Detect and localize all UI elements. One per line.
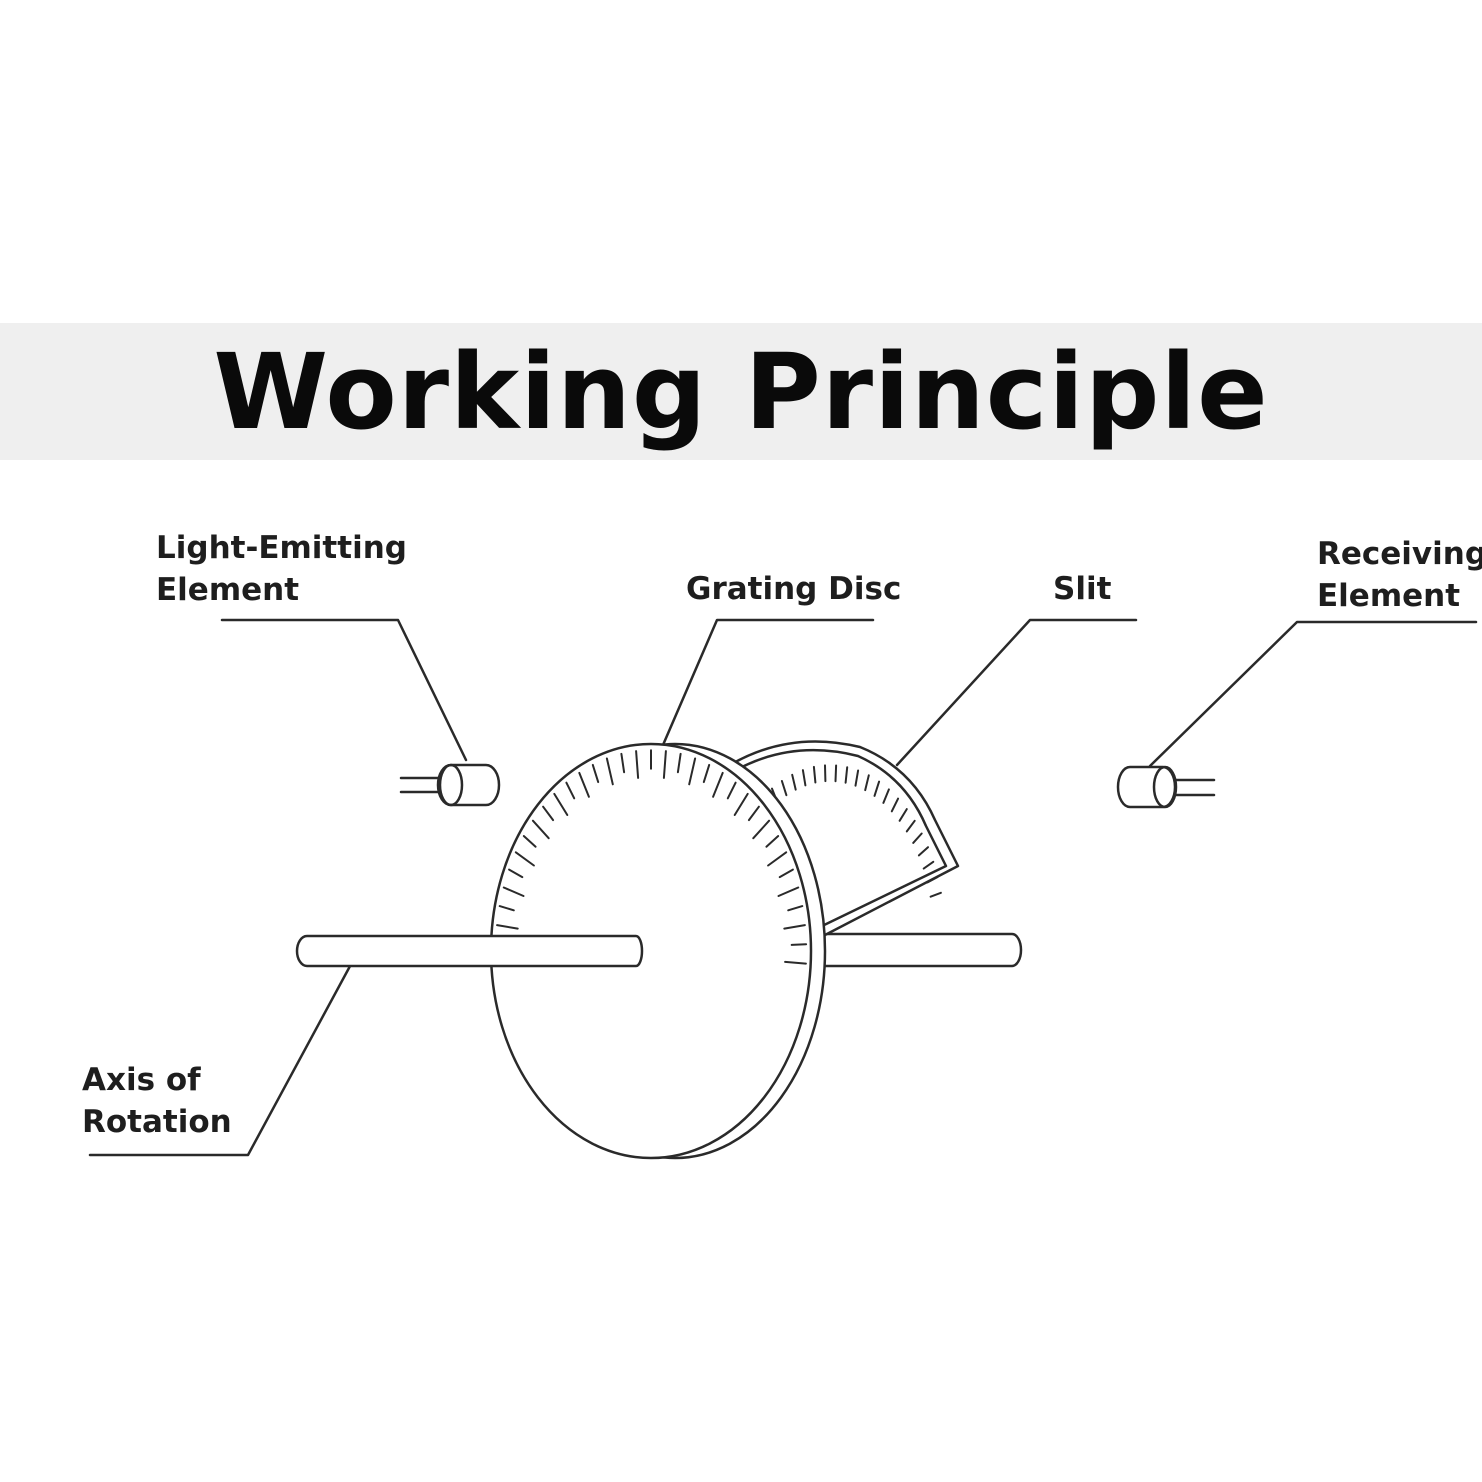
grating-tick (726, 781, 737, 800)
grating-tick (752, 819, 771, 840)
slit-tick (844, 766, 849, 784)
grating-tick (620, 752, 626, 774)
label-slit: Slit (1053, 571, 1112, 607)
leader-grating-disc (661, 618, 875, 747)
slit-tick (905, 819, 916, 833)
label-receiving-line2: Element (1317, 578, 1461, 614)
leader-slit (895, 618, 1138, 767)
label-receiving-line1: Receiving (1317, 536, 1482, 572)
grating-tick (496, 924, 519, 930)
grating-tick (542, 805, 555, 822)
slit-plate (728, 740, 960, 937)
light-emitter-icon (399, 763, 501, 807)
slit-tick (864, 774, 870, 792)
slit-tick (812, 765, 817, 784)
grating-tick (688, 757, 697, 786)
grating-tick (662, 750, 667, 779)
grating-tick (712, 771, 724, 798)
title-band (0, 323, 1482, 460)
grating-tick (531, 819, 550, 840)
slit-tick (801, 769, 807, 787)
grating-tick (790, 943, 808, 946)
grating-tick (787, 905, 804, 912)
grating-tick (498, 905, 515, 912)
shaft-right (798, 932, 1023, 968)
grating-tick (522, 835, 537, 848)
grating-tick (702, 763, 711, 784)
grating-tick (514, 851, 535, 867)
slit-tick (780, 780, 788, 797)
grating-tick (778, 868, 794, 879)
grating-tick (733, 792, 749, 816)
slit-tick (922, 860, 935, 870)
leader-receiving (1148, 620, 1478, 768)
slit-tick (912, 832, 923, 844)
grating-tick (784, 960, 807, 965)
slit-tick (929, 891, 942, 898)
grating-tick (591, 763, 600, 784)
grating-tick (765, 835, 780, 848)
shaft-left (295, 934, 644, 968)
slit-tick (854, 769, 860, 787)
label-axis-of-rotation: Axis of Rotation (82, 1059, 232, 1143)
grating-tick (747, 805, 760, 822)
slit-tick (882, 788, 890, 804)
label-light-emitting-line2: Element (156, 572, 300, 608)
slit-tick (898, 808, 908, 822)
page-title: Working Principle (213, 330, 1269, 453)
grating-tick (578, 771, 590, 798)
grating-tick (767, 851, 788, 867)
slit-tick (890, 797, 900, 813)
leader-axis (88, 953, 358, 1157)
slit-tick (926, 876, 939, 884)
grating-disc (489, 742, 827, 1160)
grating-tick (777, 886, 800, 897)
slit-tick (917, 846, 929, 857)
grating-tick (565, 781, 576, 800)
slit-tick (873, 780, 881, 797)
label-axis-line1: Axis of (82, 1062, 201, 1098)
label-axis-line2: Rotation (82, 1104, 232, 1140)
label-receiving-element: Receiving Element (1317, 533, 1482, 617)
grating-tick (783, 924, 806, 930)
label-light-emitting-element: Light-Emitting Element (156, 527, 407, 611)
grating-tick (508, 868, 524, 879)
grating-tick (605, 757, 614, 786)
grating-tick (553, 792, 569, 816)
receiver-icon (1116, 765, 1216, 809)
slit-tick (791, 773, 797, 791)
slit-tick (834, 764, 838, 783)
grating-tick (676, 752, 682, 774)
grating-tick (635, 750, 640, 779)
grating-tick (502, 886, 525, 897)
label-light-emitting-line1: Light-Emitting (156, 530, 407, 566)
leader-light-emitting (220, 618, 468, 762)
label-grating-disc: Grating Disc (686, 571, 902, 607)
